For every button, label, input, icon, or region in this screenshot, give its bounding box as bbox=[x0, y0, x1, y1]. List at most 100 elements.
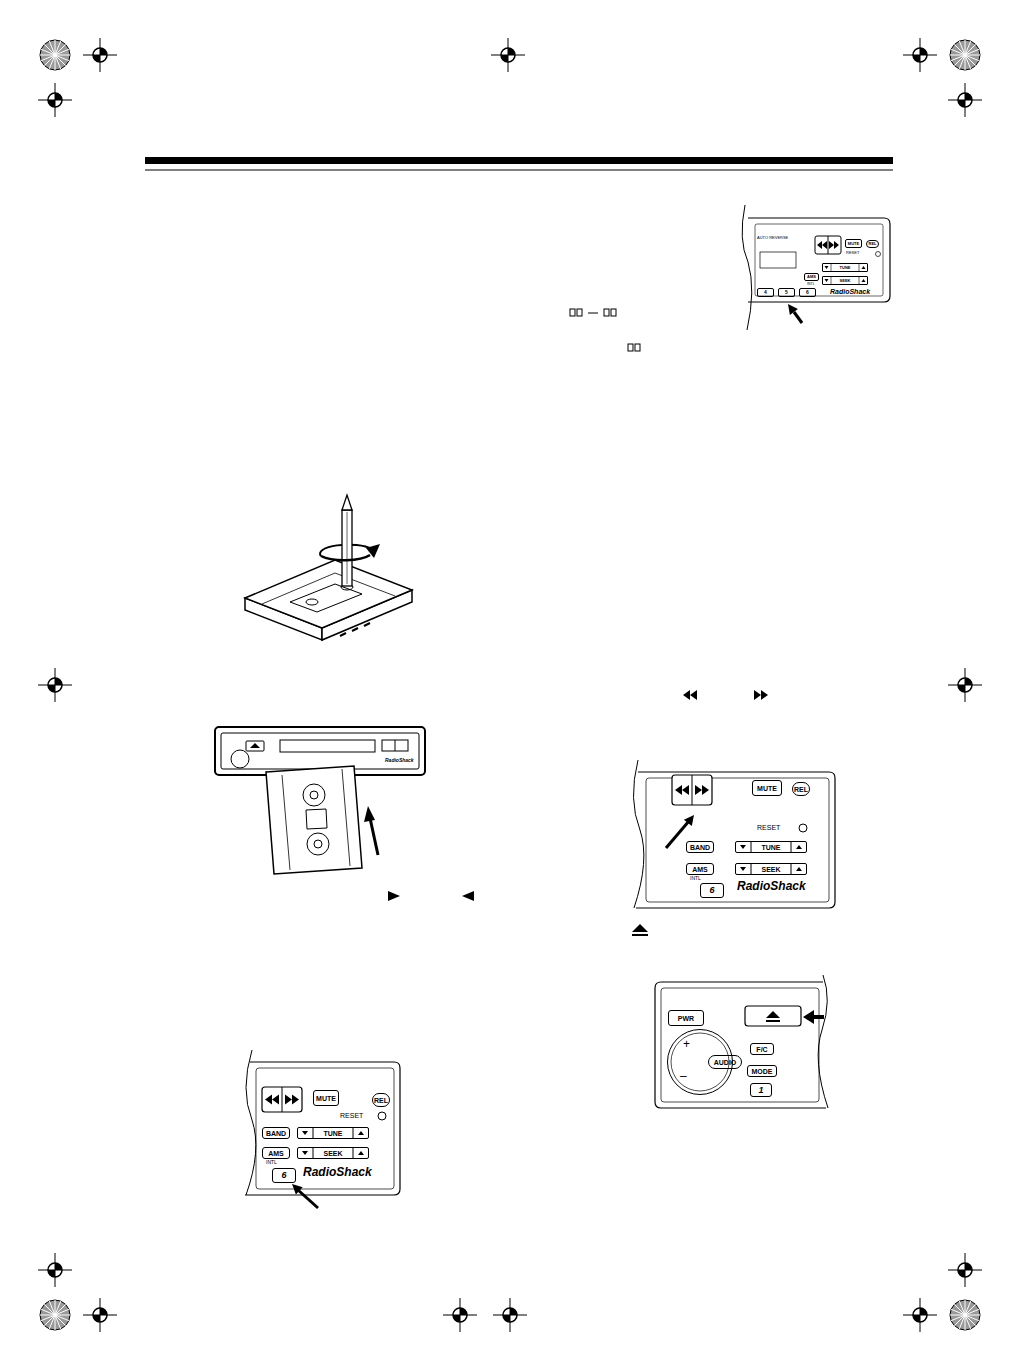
registration-mark bbox=[38, 83, 72, 117]
down-symbol bbox=[302, 1131, 308, 1135]
button-text: REL bbox=[374, 1097, 388, 1104]
button-text: MUTE bbox=[757, 785, 777, 792]
brand-logo: RadioShack bbox=[830, 288, 870, 295]
button-divider bbox=[791, 841, 792, 853]
panel-break bbox=[818, 975, 828, 1108]
dolby-symbol bbox=[577, 309, 582, 316]
dolby-symbol bbox=[604, 309, 609, 316]
button-text: AUDIO bbox=[714, 1059, 737, 1066]
pencil-tip bbox=[342, 495, 352, 510]
pointer-arrow bbox=[298, 1190, 318, 1208]
button-divider bbox=[791, 863, 792, 875]
registration-mark bbox=[903, 38, 937, 72]
panel-button: AMS bbox=[804, 273, 819, 281]
down-symbol bbox=[740, 867, 746, 871]
panel-button: BAND bbox=[686, 841, 714, 853]
panel-label: INTL bbox=[690, 876, 701, 881]
button-text: REL bbox=[794, 786, 808, 793]
button-divider bbox=[859, 276, 860, 285]
button-text: TUNE bbox=[761, 844, 780, 851]
button-divider bbox=[282, 1087, 283, 1112]
button-text: REL bbox=[869, 242, 877, 246]
registration-mark bbox=[948, 83, 982, 117]
ff-symbol bbox=[761, 690, 768, 700]
button-text: MUTE bbox=[848, 242, 859, 246]
preset-button: 6 bbox=[272, 1168, 296, 1183]
insert-arrow bbox=[370, 818, 378, 855]
reset-hole bbox=[799, 824, 807, 832]
cassette-hub bbox=[310, 791, 318, 799]
volume-knob bbox=[231, 750, 249, 768]
header-rule bbox=[145, 170, 893, 171]
registration-mark bbox=[903, 1298, 937, 1332]
ff-symbol bbox=[834, 241, 839, 249]
registration-mark bbox=[38, 668, 72, 702]
cassette-label-edge bbox=[282, 769, 350, 870]
panel-outline bbox=[655, 982, 826, 1108]
brand-logo: RadioShack bbox=[385, 758, 414, 763]
button-divider bbox=[313, 1127, 314, 1139]
panel-button: MODE bbox=[747, 1065, 777, 1077]
up-symbol bbox=[358, 1151, 364, 1155]
button-text: MUTE bbox=[316, 1095, 336, 1102]
cassette-hub bbox=[314, 840, 322, 848]
cassette-slot bbox=[280, 740, 375, 752]
pointer-arrowhead bbox=[292, 1184, 303, 1195]
button-text: 5 bbox=[785, 290, 788, 295]
button-divider bbox=[831, 263, 832, 272]
panel-button: F/C bbox=[750, 1043, 774, 1055]
rotation-arrow bbox=[321, 555, 370, 560]
button-text: 4 bbox=[764, 290, 767, 295]
eject-symbol bbox=[250, 743, 260, 748]
panel-label: AUTO REVERSE bbox=[757, 236, 788, 240]
up-symbol bbox=[862, 279, 866, 282]
ff-symbol bbox=[695, 785, 702, 795]
button-divider bbox=[353, 1127, 354, 1139]
preset-button: 5 bbox=[778, 288, 795, 297]
panel-button: MUTE bbox=[845, 239, 862, 248]
button-divider bbox=[859, 263, 860, 272]
cassette bbox=[266, 766, 362, 874]
panel-inset bbox=[661, 988, 819, 1102]
panel-inset bbox=[256, 1068, 394, 1189]
dolby-symbol bbox=[570, 309, 575, 316]
panel-break bbox=[742, 205, 752, 330]
registration-mark bbox=[40, 40, 70, 70]
registration-mark bbox=[38, 1253, 72, 1287]
button-text: MODE bbox=[752, 1068, 773, 1075]
reset-hole bbox=[876, 252, 881, 257]
rocker-button: TUNE bbox=[735, 841, 807, 853]
volume-knob: +–AUDIO bbox=[667, 1029, 733, 1095]
rocker-button: TUNE bbox=[297, 1127, 369, 1139]
cassette-reel bbox=[307, 833, 329, 855]
button-text: BAND bbox=[690, 844, 710, 851]
eject-symbol bbox=[632, 924, 648, 932]
eject-symbol bbox=[766, 1011, 780, 1018]
ff-symbol bbox=[829, 241, 834, 249]
registration-mark bbox=[83, 1298, 117, 1332]
rocker-button: SEEK bbox=[822, 276, 868, 285]
dolby-symbol bbox=[628, 344, 633, 351]
button-text: TUNE bbox=[840, 266, 851, 270]
registration-mark bbox=[493, 1298, 527, 1332]
panel-label: INTL bbox=[266, 1160, 277, 1165]
eject-button bbox=[246, 741, 264, 751]
panel-button: BAND bbox=[262, 1127, 290, 1139]
panel-button: AMS bbox=[686, 863, 714, 875]
reset-hole bbox=[378, 1112, 386, 1120]
rotation-arrowhead bbox=[366, 544, 380, 558]
button-divider bbox=[828, 236, 829, 254]
registration-mark bbox=[83, 38, 117, 72]
button-text: SEEK bbox=[761, 866, 780, 873]
rewind-symbol bbox=[683, 690, 690, 700]
panel-outline bbox=[245, 1062, 400, 1195]
button-text: – bbox=[680, 1070, 687, 1082]
panel-label: INTL bbox=[807, 283, 815, 287]
rewind-symbol bbox=[682, 785, 689, 795]
up-symbol bbox=[796, 845, 802, 849]
button-text: SEEK bbox=[323, 1150, 342, 1157]
brand-logo: RadioShack bbox=[737, 880, 806, 892]
cassette-window bbox=[306, 809, 327, 829]
panel-button: MUTE bbox=[752, 780, 782, 796]
pointer-arrow bbox=[794, 312, 802, 323]
